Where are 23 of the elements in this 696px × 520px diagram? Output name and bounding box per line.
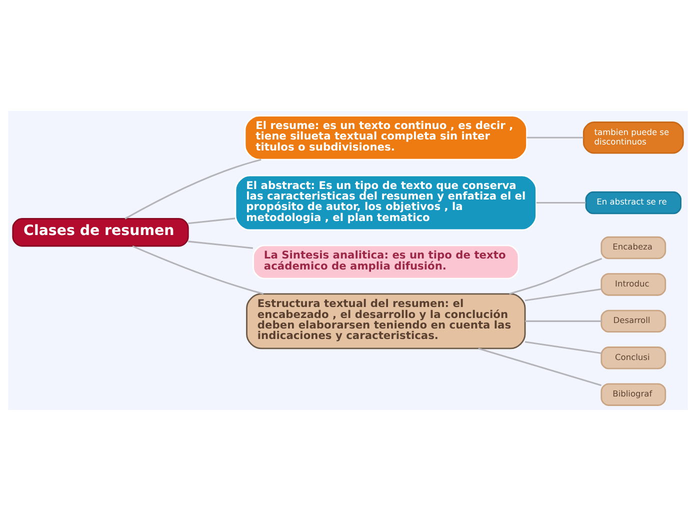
node-box: El resume: es un texto continuo , es decir , tiene silueta textual completa sin inter titulos o subdivisiones. [244, 114, 528, 160]
node-box: Encabeza [600, 236, 666, 259]
node-box: Introduc [600, 272, 666, 296]
node-box: El abstract: Es un tipo de texto que conserva las caracteristicas del resumen y enfatiza el el propósito de autor, los objetivos , la metodologia , el plan tematico [234, 174, 537, 230]
node-box: tambien puede se discontinuos [582, 121, 684, 154]
node-box: Clases de resumen [12, 218, 189, 246]
node-box: Desarroll [600, 309, 666, 332]
node-box: Conclusi [600, 346, 666, 369]
connector [509, 257, 602, 294]
connector [188, 240, 253, 248]
node-box: En abstract se re [585, 190, 682, 214]
node-box: Bibliograf [600, 382, 666, 406]
connector [524, 288, 602, 301]
connector [132, 244, 264, 294]
connector [536, 202, 586, 204]
node-box: La Sintesis analitica: es un tipo de texto acádemico de amplia difusión. [252, 244, 520, 279]
connector [526, 136, 584, 138]
connector [188, 217, 236, 224]
node-box: Estructura textual del resumen: el encabezado , el desarrollo y la conclución deben elaborarsen teniendo en cuenta las indicaciones y caracteristicas. [246, 292, 526, 349]
connector [524, 340, 602, 354]
connector [525, 320, 602, 322]
connector [478, 347, 602, 386]
connector [124, 158, 262, 219]
